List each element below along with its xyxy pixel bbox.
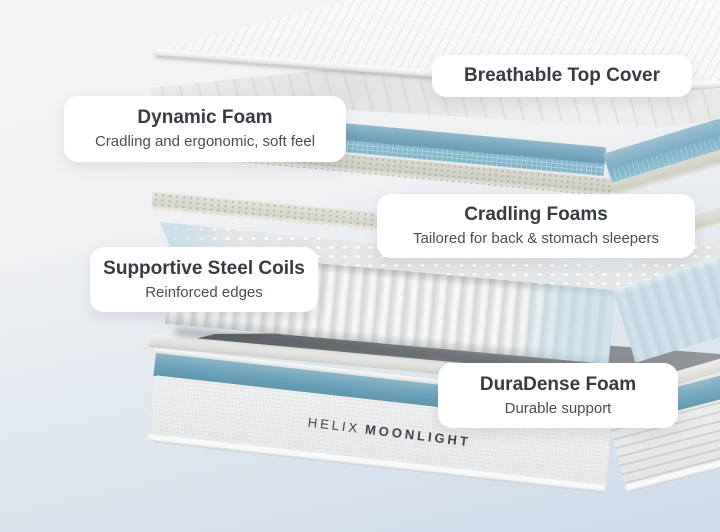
callout-subtitle: Reinforced edges — [145, 283, 263, 301]
callout-subtitle: Durable support — [504, 399, 612, 417]
callout-supportive-steel-coils: Supportive Steel Coils Reinforced edges — [90, 247, 318, 312]
callout-subtitle: Tailored for back & stomach sleepers — [413, 230, 659, 248]
callout-breathable-top-cover: Breathable Top Cover — [432, 55, 692, 97]
callout-title: Breathable Top Cover — [463, 65, 661, 87]
callout-duradense-foam: DuraDense Foam Durable support — [438, 363, 678, 428]
callout-title: Cradling Foams — [464, 204, 608, 226]
callout-cradling-foams: Cradling Foams Tailored for back & stoma… — [377, 194, 695, 258]
callout-dynamic-foam: Dynamic Foam Cradling and ergonomic, sof… — [64, 96, 346, 162]
callout-subtitle: Cradling and ergonomic, soft feel — [94, 133, 316, 151]
callout-title: Supportive Steel Coils — [103, 257, 305, 279]
callout-title: DuraDense Foam — [479, 373, 637, 395]
callout-title: Dynamic Foam — [137, 107, 273, 129]
